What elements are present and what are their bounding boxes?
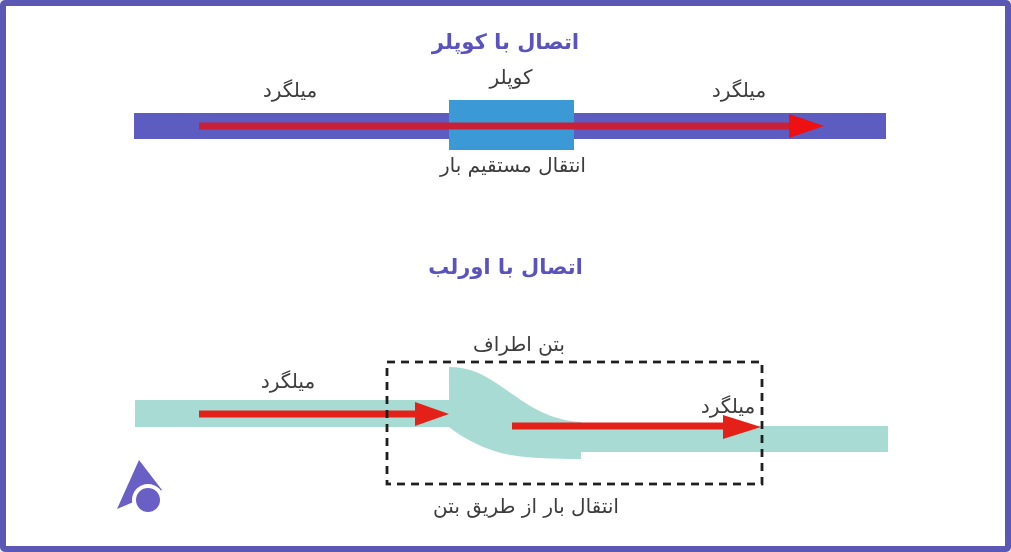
diagram-canvas bbox=[117, 100, 888, 516]
overlap-concrete-ribbon bbox=[449, 367, 581, 459]
overlap-section-title: اتصال با اورلب bbox=[428, 255, 583, 279]
rebar-label-top-right: میلگرد bbox=[711, 78, 767, 102]
rebar-label-top-left: میلگرد bbox=[262, 78, 318, 102]
load-arrow-bottom-right-head bbox=[723, 415, 761, 439]
surrounding-concrete-label: بتن اطراف bbox=[473, 332, 565, 356]
logo-circle bbox=[136, 488, 160, 512]
rebar-label-bottom-left: میلگرد bbox=[260, 369, 316, 393]
rebar-label-bottom-right: میلگرد bbox=[700, 394, 756, 418]
logo-triangle bbox=[117, 460, 162, 509]
load-arrow-top-head bbox=[789, 114, 824, 138]
direct-load-transfer-caption: انتقال مستقیم بار bbox=[440, 153, 586, 177]
concrete-zone-dashed-box bbox=[385, 360, 764, 486]
load-arrow-bottom-left-head bbox=[415, 402, 449, 426]
coupler-label: کوپلر bbox=[489, 65, 533, 89]
brand-logo bbox=[117, 460, 164, 516]
load-through-concrete-caption: انتقال بار از طریق بتن bbox=[433, 494, 619, 518]
coupler-section-title: اتصال با کوپلر bbox=[431, 30, 580, 54]
